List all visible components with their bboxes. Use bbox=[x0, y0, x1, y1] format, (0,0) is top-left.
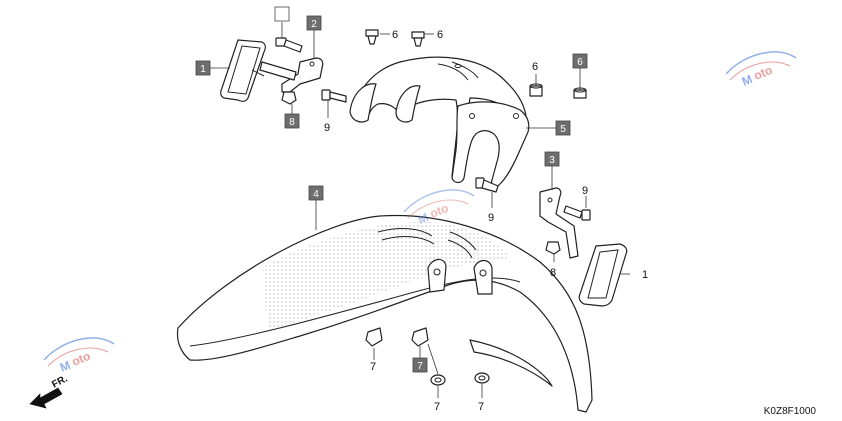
reflector-left bbox=[220, 39, 266, 102]
nut-8-a bbox=[281, 91, 297, 105]
svg-text:1: 1 bbox=[200, 64, 206, 75]
svg-text:2: 2 bbox=[311, 19, 317, 30]
leader-lines bbox=[210, 22, 630, 398]
callout-9-c: 9 bbox=[582, 185, 588, 197]
svg-text:oto: oto bbox=[70, 349, 93, 369]
callout-box-6-d: 6 bbox=[572, 53, 588, 69]
callout-box-3: 3 bbox=[544, 151, 560, 167]
bolt-9-a bbox=[321, 89, 347, 103]
front-arrow-icon: FR. bbox=[29, 373, 70, 409]
callout-box-7-b: 7 bbox=[412, 357, 428, 373]
svg-text:oto: oto bbox=[752, 63, 775, 83]
bolt-9-b bbox=[475, 177, 499, 193]
nut-7-a bbox=[365, 327, 383, 347]
callout-1-right: 1 bbox=[642, 269, 648, 281]
svg-text:M: M bbox=[58, 358, 73, 375]
screw-6-b bbox=[411, 31, 425, 47]
front-fender bbox=[176, 214, 593, 413]
watermark-logo-center: M oto bbox=[403, 189, 475, 227]
bolt-top-left bbox=[275, 37, 303, 53]
svg-text:FR.: FR. bbox=[50, 373, 70, 390]
nut-7-c bbox=[430, 374, 446, 386]
svg-text:M: M bbox=[740, 72, 755, 89]
callout-8-b: 8 bbox=[550, 267, 556, 279]
callout-6-b: 6 bbox=[437, 29, 443, 41]
watermark-logo-left: M oto bbox=[43, 337, 115, 375]
callout-7-d: 7 bbox=[478, 401, 484, 413]
svg-text:7: 7 bbox=[417, 361, 423, 372]
svg-text:M: M bbox=[416, 210, 431, 227]
callout-box-5: 5 bbox=[555, 120, 571, 136]
screw-6-c bbox=[529, 83, 543, 97]
nut-8-b bbox=[545, 241, 561, 255]
screw-6-a bbox=[365, 29, 379, 45]
bracket-left bbox=[259, 57, 324, 93]
callout-9-b: 9 bbox=[488, 212, 494, 224]
bolt-9-c bbox=[563, 205, 591, 221]
svg-text:oto: oto bbox=[428, 201, 451, 221]
drawing-code: K0Z8F1000 bbox=[764, 406, 817, 417]
bracket-right bbox=[539, 187, 579, 259]
svg-text:8: 8 bbox=[289, 117, 295, 128]
callout-box-empty bbox=[274, 6, 290, 22]
svg-text:5: 5 bbox=[560, 124, 566, 135]
screw-6-d bbox=[573, 87, 587, 99]
callout-9-a: 9 bbox=[324, 122, 330, 134]
svg-text:3: 3 bbox=[549, 155, 555, 166]
callout-box-1-top: 1 bbox=[195, 60, 211, 76]
callout-box-8-a: 8 bbox=[284, 113, 300, 129]
callout-box-4: 4 bbox=[308, 185, 324, 201]
nut-7-d bbox=[474, 372, 490, 384]
callout-6-a: 6 bbox=[392, 29, 398, 41]
fender-stay bbox=[349, 56, 530, 187]
svg-text:6: 6 bbox=[577, 57, 583, 68]
nut-7-b bbox=[411, 327, 429, 347]
callout-7-a: 7 bbox=[370, 361, 376, 373]
callout-6-c: 6 bbox=[532, 61, 538, 73]
svg-text:4: 4 bbox=[313, 189, 319, 200]
callout-box-2: 2 bbox=[306, 15, 322, 31]
reflector-right bbox=[578, 243, 628, 307]
watermark-logo-top-right: M oto bbox=[725, 51, 797, 89]
callout-7-c: 7 bbox=[434, 401, 440, 413]
